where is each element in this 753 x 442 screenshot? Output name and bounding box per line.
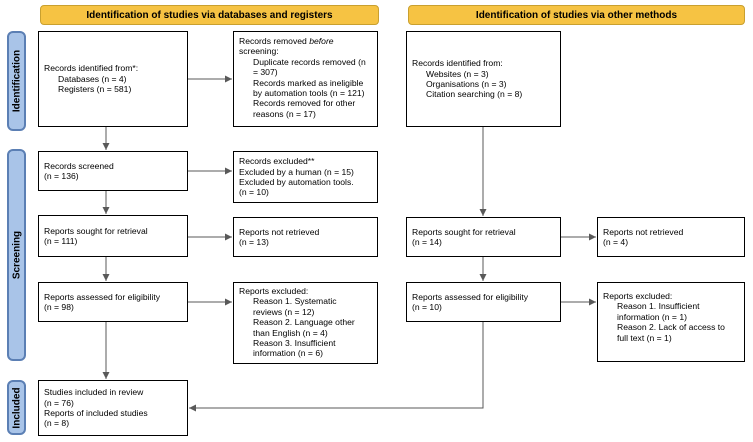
included-reports-count: (n = 8) <box>44 418 70 429</box>
records-identified-registers: Registers (n = 581) <box>58 84 132 95</box>
reports-sought-count: (n = 111) <box>44 236 78 246</box>
records-excluded-human: Excluded by a human (n = 15) <box>239 166 354 177</box>
records-removed-title-pre: Records removed <box>239 36 310 46</box>
included-reports: Reports of included studies <box>44 408 148 418</box>
records-removed-ineligible-count: by automation tools (n = 121) <box>253 88 365 99</box>
other-sought-count: (n = 14) <box>412 237 442 247</box>
other-sought-box: Reports sought for retrieval (n = 14) <box>406 217 561 257</box>
included-studies-count: (n = 76) <box>44 397 74 408</box>
other-identified-box: Records identified from: Websites (n = 3… <box>406 31 561 127</box>
other-excluded-title: Reports excluded: <box>603 291 673 301</box>
other-excluded-reason1-count: information (n = 1) <box>617 311 687 322</box>
phase-identification: Identification <box>7 31 26 131</box>
not-retrieved-title: Reports not retrieved <box>239 226 320 237</box>
reports-excluded-reason2: Reason 2. Language other <box>253 317 355 328</box>
other-not-retrieved-box: Reports not retrieved (n = 4) <box>597 217 745 257</box>
reports-excluded-reason1-count: reviews (n = 12) <box>253 306 315 317</box>
records-removed-subtitle: screening: <box>239 46 279 57</box>
not-retrieved-count: (n = 13) <box>239 237 269 247</box>
other-not-retrieved-title: Reports not retrieved <box>603 226 684 237</box>
header-databases-registers: Identification of studies via databases … <box>40 5 379 25</box>
other-excluded-reason2-count: full text (n = 1) <box>617 332 672 343</box>
phase-screening: Screening <box>7 149 26 361</box>
other-assessed-box: Reports assessed for eligibility (n = 10… <box>406 282 561 322</box>
other-assessed-title: Reports assessed for eligibility <box>412 291 529 302</box>
records-excluded-automation: Excluded by automation tools. <box>239 177 354 187</box>
reports-excluded-reason1: Reason 1. Systematic <box>253 296 337 307</box>
other-excluded-reason2: Reason 2. Lack of access to <box>617 322 725 333</box>
reports-assessed-count: (n = 98) <box>44 302 74 312</box>
reports-sought-title: Reports sought for retrieval <box>44 225 148 236</box>
included-studies: Studies included in review <box>44 387 144 398</box>
reports-excluded-title: Reports excluded: <box>239 286 309 296</box>
records-identified-box: Records identified from*: Databases (n =… <box>38 31 188 127</box>
other-excluded-reason1: Reason 1. Insufficient <box>617 301 700 312</box>
records-removed-title-em: before <box>309 36 334 46</box>
reports-assessed-box: Reports assessed for eligibility (n = 98… <box>38 282 188 322</box>
other-identified-websites: Websites (n = 3) <box>426 68 489 79</box>
records-excluded-automation-count: (n = 10) <box>239 187 269 198</box>
records-screened-box: Records screened (n = 136) <box>38 151 188 191</box>
arrow-other-assessed-to-included <box>189 322 484 412</box>
records-excluded-box: Records excluded** Excluded by a human (… <box>233 151 378 203</box>
not-retrieved-box: Reports not retrieved (n = 13) <box>233 217 378 257</box>
records-identified-title: Records identified from*: <box>44 63 139 74</box>
other-identified-title: Records identified from: <box>412 58 503 69</box>
records-identified-databases: Databases (n = 4) <box>58 73 127 84</box>
reports-excluded-reason2-count: than English (n = 4) <box>253 327 328 338</box>
other-sought-title: Reports sought for retrieval <box>412 226 516 237</box>
reports-excluded-reason3-count: information (n = 6) <box>253 348 323 359</box>
records-excluded-title: Records excluded** <box>239 156 315 167</box>
records-removed-duplicates-count: = 307) <box>253 67 278 78</box>
records-removed-other: Records removed for other <box>253 98 356 109</box>
reports-assessed-title: Reports assessed for eligibility <box>44 291 161 302</box>
reports-sought-box: Reports sought for retrieval (n = 111) <box>38 215 188 257</box>
records-removed-ineligible: Records marked as ineligible <box>253 77 364 88</box>
other-not-retrieved-count: (n = 4) <box>603 237 629 247</box>
records-screened-title: Records screened <box>44 160 114 171</box>
phase-included: Included <box>7 380 26 435</box>
reports-excluded-reason3: Reason 3. Insufficient <box>253 338 336 349</box>
records-removed-title: Records removed before <box>239 36 372 46</box>
records-removed-duplicates: Duplicate records removed (n <box>253 56 366 67</box>
records-removed-other-count: reasons (n = 17) <box>253 108 316 119</box>
records-removed-box: Records removed before screening: Duplic… <box>233 31 378 127</box>
reports-excluded-box: Reports excluded: Reason 1. Systematic r… <box>233 282 378 364</box>
included-box: Studies included in review (n = 76) Repo… <box>38 380 188 436</box>
other-identified-citations: Citation searching (n = 8) <box>426 89 523 100</box>
other-identified-organisations: Organisations (n = 3) <box>426 79 507 89</box>
header-other-methods: Identification of studies via other meth… <box>408 5 745 25</box>
other-excluded-box: Reports excluded: Reason 1. Insufficient… <box>597 282 745 362</box>
other-assessed-count: (n = 10) <box>412 302 442 312</box>
records-screened-count: (n = 136) <box>44 171 79 181</box>
